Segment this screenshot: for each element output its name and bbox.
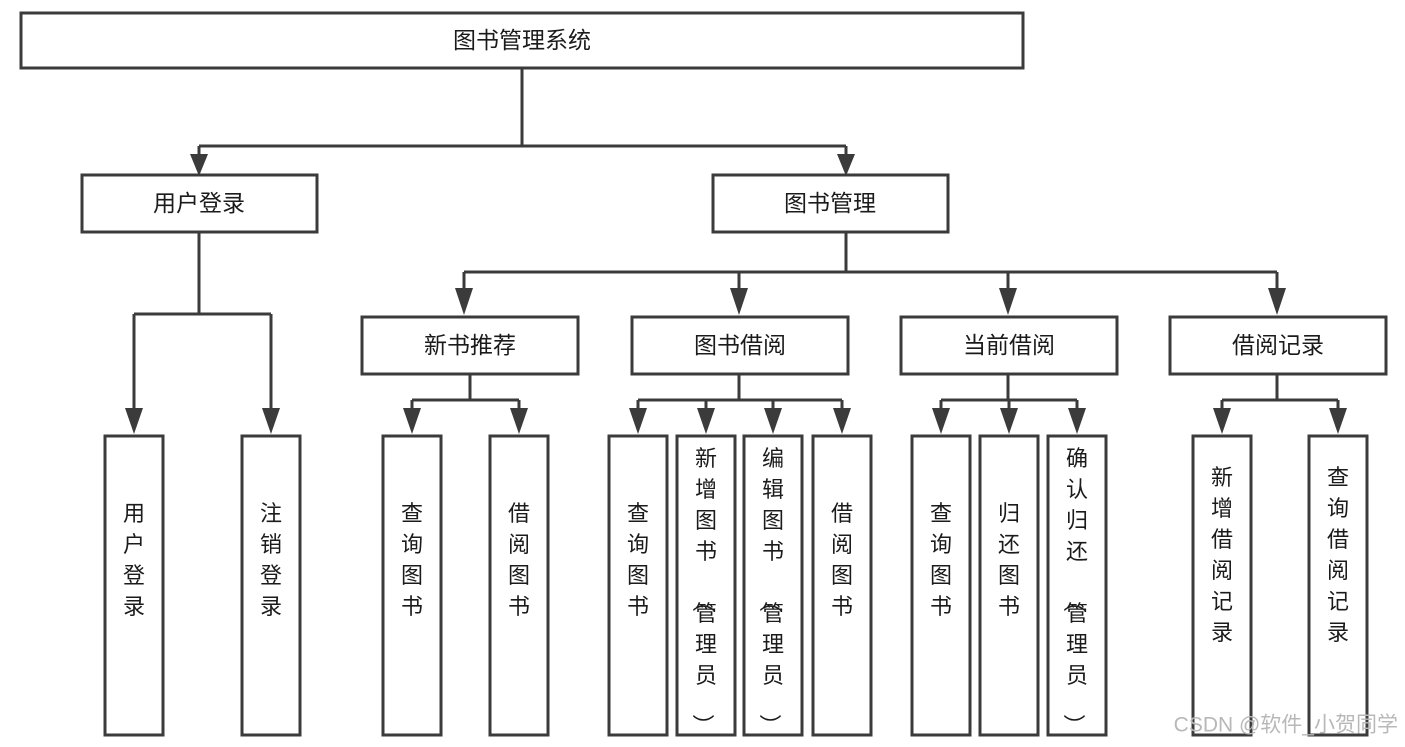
- node-current-borrow[interactable]: 当前借阅: [899, 315, 1119, 376]
- leaf-label: 注销登录: [260, 501, 282, 619]
- arrow-head-icon: [510, 408, 528, 434]
- node-book-borrow-label: 图书借阅: [694, 332, 786, 358]
- node-current-borrow-label: 当前借阅: [963, 332, 1055, 358]
- leaf-label: 借阅图书: [831, 501, 853, 619]
- leaf-box: [607, 434, 669, 737]
- leaf-box: [381, 434, 443, 737]
- arrow-head-icon: [403, 408, 421, 434]
- node-book-borrow[interactable]: 图书借阅: [630, 315, 850, 376]
- arrow-head-icon: [932, 408, 950, 434]
- connector-bookborrow-to-leaves: [629, 374, 851, 434]
- connector-currentborrow-to-leaves: [932, 374, 1086, 434]
- arrow-head-icon: [262, 408, 280, 434]
- leaf-box: [811, 434, 873, 737]
- arrow-head-icon: [837, 154, 855, 176]
- connector-userlogin-to-leaves: [125, 232, 280, 434]
- node-book-management-box: [711, 173, 950, 234]
- leaf-node[interactable]: 借阅图书: [811, 434, 873, 737]
- arrow-head-icon: [1268, 288, 1286, 315]
- leaf-label: 用户登录: [123, 501, 145, 619]
- leaf-node[interactable]: 查询图书: [607, 434, 669, 737]
- leaf-box: [103, 434, 165, 737]
- leaf-label: 归还图书: [998, 501, 1020, 619]
- arrow-head-icon: [833, 408, 851, 434]
- leaf-node[interactable]: 归还图书: [978, 434, 1040, 737]
- arrow-head-icon: [629, 408, 647, 434]
- node-new-book-recommend-box: [360, 315, 580, 376]
- leaf-box: [1046, 434, 1108, 737]
- node-borrow-record-label: 借阅记录: [1232, 332, 1324, 358]
- arrow-head-icon: [455, 288, 473, 315]
- leaf-label: 确认归还（管理员）: [1061, 446, 1088, 736]
- leaf-box: [240, 434, 302, 737]
- arrow-head-icon: [1213, 408, 1231, 434]
- node-root-system[interactable]: 图书管理系统: [19, 11, 1025, 70]
- leaf-box: [1191, 434, 1253, 737]
- leaf-node[interactable]: 新增图书（管理员）: [675, 434, 737, 737]
- node-book-management-label: 图书管理: [784, 190, 876, 216]
- arrow-head-icon: [1000, 408, 1018, 434]
- connector-bookmanage-to-level3: [455, 232, 1286, 315]
- arrow-head-icon: [730, 288, 748, 315]
- node-user-login-label: 用户登录: [153, 190, 245, 216]
- leaf-label: 查询图书: [401, 501, 423, 619]
- node-borrow-record[interactable]: 借阅记录: [1168, 315, 1388, 376]
- leaf-box: [488, 434, 550, 737]
- connector-borrowrecord-to-leaves: [1213, 374, 1347, 434]
- arrow-head-icon: [764, 408, 782, 434]
- leaf-box: [1307, 434, 1369, 737]
- node-user-login-box: [80, 173, 319, 234]
- connector-root-to-level2: [190, 68, 855, 176]
- arrow-head-icon: [125, 408, 143, 434]
- arrow-head-icon: [999, 288, 1017, 315]
- leaf-label: 查询图书: [930, 501, 952, 619]
- leaf-node[interactable]: 查询图书: [381, 434, 443, 737]
- leaf-box: [742, 434, 804, 737]
- leaf-node[interactable]: 查询图书: [910, 434, 972, 737]
- node-root-box: [19, 11, 1025, 70]
- leaf-node[interactable]: 新增借阅记录: [1191, 434, 1253, 737]
- watermark-label: CSDN @软件_小贺同学: [1174, 714, 1398, 737]
- node-current-borrow-box: [899, 315, 1119, 376]
- leaf-label: 查询借阅记录: [1327, 465, 1349, 645]
- arrow-head-icon: [1329, 408, 1347, 434]
- node-book-management[interactable]: 图书管理: [711, 173, 950, 234]
- leaf-label: 查询图书: [627, 501, 649, 619]
- leaf-node[interactable]: 查询借阅记录: [1307, 434, 1369, 737]
- arrow-head-icon: [1068, 408, 1086, 434]
- leaf-box: [910, 434, 972, 737]
- leaf-label: 编辑图书（管理员）: [757, 446, 784, 736]
- connector-newbook-to-leaves: [403, 374, 528, 434]
- node-borrow-record-box: [1168, 315, 1388, 376]
- leaf-node[interactable]: 编辑图书（管理员）: [742, 434, 804, 737]
- leaf-label: 新增图书（管理员）: [690, 446, 717, 736]
- arrow-head-icon: [697, 408, 715, 434]
- node-user-login[interactable]: 用户登录: [80, 173, 319, 234]
- leaf-node[interactable]: 借阅图书: [488, 434, 550, 737]
- arrow-head-icon: [190, 154, 208, 176]
- node-new-book-recommend[interactable]: 新书推荐: [360, 315, 580, 376]
- leaf-label: 新增借阅记录: [1211, 465, 1233, 645]
- node-book-borrow-box: [630, 315, 850, 376]
- node-root-label: 图书管理系统: [453, 27, 591, 53]
- leaf-node[interactable]: 确认归还（管理员）: [1046, 434, 1108, 737]
- leaf-node[interactable]: 注销登录: [240, 434, 302, 737]
- leaf-box: [978, 434, 1040, 737]
- leaf-box: [675, 434, 737, 737]
- leaf-node[interactable]: 用户登录: [103, 434, 165, 737]
- leaf-label: 借阅图书: [508, 501, 530, 619]
- node-new-book-recommend-label: 新书推荐: [424, 332, 516, 358]
